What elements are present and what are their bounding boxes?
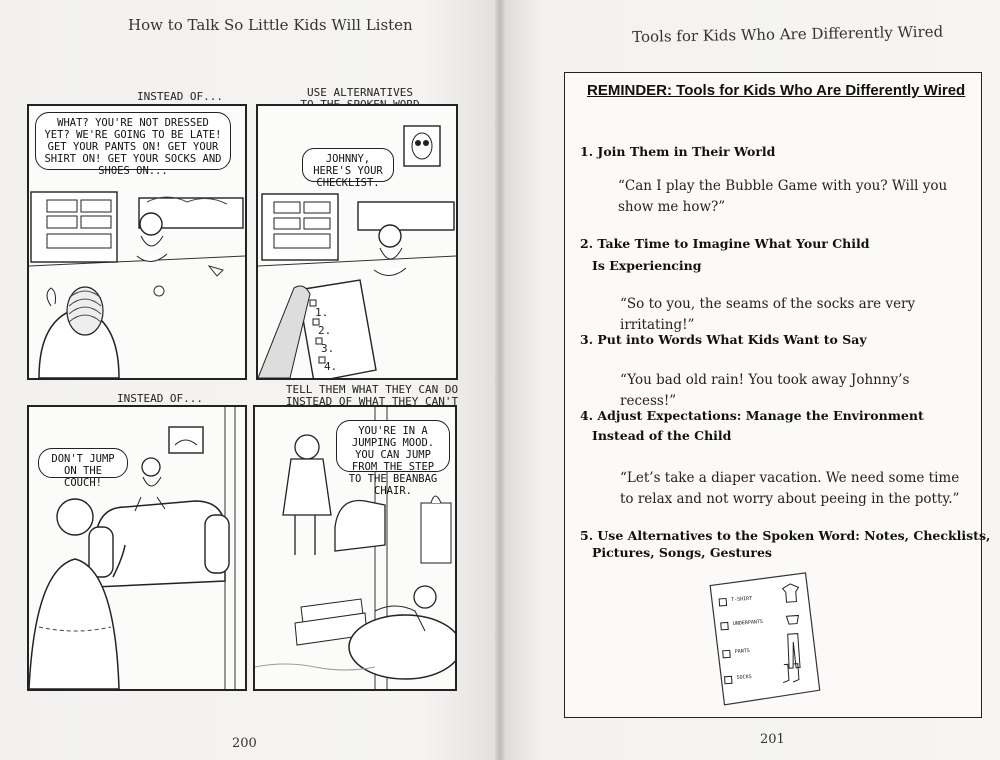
item-3-heading: 3. Put into Words What Kids Want to Say	[580, 332, 867, 347]
item-4-heading: 4. Adjust Expectations: Manage the Envir…	[580, 408, 924, 423]
item-5-heading: 5. Use Alternatives to the Spoken Word: …	[580, 528, 991, 543]
left-running-head: How to Talk So Little Kids Will Listen	[128, 16, 413, 34]
panel-1-speech-bubble: WHAT? YOU'RE NOT DRESSED YET? WE'RE GOIN…	[35, 112, 231, 177]
checklist-label-pants: PANTS	[734, 647, 751, 655]
checklist-paper	[709, 572, 821, 706]
checklist-number-4: 4.	[324, 360, 338, 373]
item-1-quote: “Can I play the Bubble Game with you? Wi…	[618, 178, 948, 215]
checklist-number-3: 3.	[321, 342, 335, 355]
checklist-number-2: 2.	[318, 324, 332, 337]
book-gutter	[495, 0, 505, 760]
panel-3-caption: INSTEAD OF...	[116, 392, 204, 405]
item-1-heading: 1. Join Them in Their World	[580, 144, 776, 159]
panel-4-caption: TELL THEM WHAT THEY CAN DO INSTEAD OF WH…	[285, 383, 459, 408]
item-4-quote: “Let’s take a diaper vacation. We need s…	[620, 470, 960, 507]
item-4-heading-line2: Instead of the Child	[592, 428, 732, 443]
panel-1-caption: INSTEAD OF...	[136, 90, 224, 103]
item-2-heading: 2. Take Time to Imagine What Your Child	[580, 236, 870, 251]
comic-panel-2	[256, 104, 458, 380]
checklist-illustration: T-SHIRT UNDERPANTS PANTS SOCKS	[704, 570, 823, 707]
checklist-number-1: 1.	[315, 306, 329, 319]
panel-3-illustration	[29, 407, 236, 689]
left-page-number: 200	[232, 736, 257, 751]
item-3-quote: “You bad old rain! You took away Johnny’…	[620, 372, 910, 409]
checklist-label-socks: SOCKS	[736, 673, 752, 681]
panel-4-illustration	[255, 407, 455, 689]
panel-2-illustration	[258, 125, 456, 378]
panel-3-speech-bubble: DON'T JUMP ON THE COUCH!	[38, 448, 128, 489]
panel-4-speech-bubble: YOU'RE IN A JUMPING MOOD. YOU CAN JUMP F…	[336, 420, 450, 497]
comic-panel-3	[27, 405, 247, 691]
panel-2-speech-bubble: JOHNNY, HERE'S YOUR CHECKLIST.	[302, 148, 394, 189]
panel-1-illustration	[29, 191, 245, 378]
item-2-heading-line2: Is Experiencing	[592, 258, 702, 273]
item-2-quote: “So to you, the seams of the socks are v…	[620, 296, 916, 333]
item-5-heading-line2: Pictures, Songs, Gestures	[592, 545, 772, 560]
right-page-number: 201	[760, 732, 785, 747]
reminder-title: REMINDER: Tools for Kids Who Are Differe…	[587, 82, 966, 99]
